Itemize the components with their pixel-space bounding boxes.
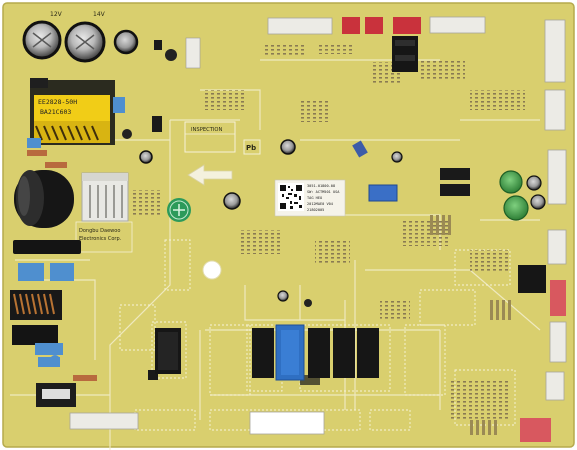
diode-rows — [430, 215, 511, 435]
company-marking: Dongbu Daewoo Electronics Corp. — [75, 221, 133, 253]
pb-mark: Pb — [243, 139, 261, 155]
cap-label-14v: 14V — [93, 11, 106, 18]
mounting-hole-icon — [202, 260, 222, 280]
transformer: EE2828-50H BA21C603 — [30, 78, 115, 145]
barcode-line-1: 3051-01800-08 — [307, 184, 335, 188]
inspection-box: INSPECTION — [184, 121, 236, 153]
left-components — [10, 97, 125, 407]
transformer-label-1: EE2828-50H — [38, 98, 77, 106]
qc-stamp-icon — [167, 198, 191, 222]
barcode-label: 3051-01800-08 SW: ACTM501 USA TAG HEO 20… — [274, 179, 346, 217]
company-line-2: Electronics Corp. — [79, 236, 122, 242]
resistor-arrays — [130, 44, 525, 420]
relays — [155, 324, 379, 381]
large-capacitors: 12V 14V — [22, 11, 139, 63]
transformer-label-2: BA21C603 — [40, 108, 71, 116]
pb-label: Pb — [246, 144, 256, 152]
barcode-icon — [280, 185, 302, 209]
heatsink — [81, 172, 129, 222]
bulk-capacitor — [14, 170, 74, 228]
small-parts — [122, 37, 470, 385]
green-capacitors — [499, 170, 546, 221]
cap-label-12v: 12V — [50, 11, 63, 18]
barcode-line-3: TAG HEO — [307, 196, 322, 200]
arrow-left-icon — [187, 164, 233, 186]
barcode-line-2: SW: ACTM501 USA — [307, 190, 340, 194]
bottom-connectors — [69, 411, 550, 442]
barcode-line-4: 2012MAE0 V04 — [307, 202, 333, 206]
top-connectors — [267, 16, 486, 72]
barcode-line-5: 21802005 — [307, 208, 324, 212]
company-line-1: Dongbu Daewoo — [79, 228, 120, 234]
inspection-label: INSPECTION — [191, 127, 223, 133]
